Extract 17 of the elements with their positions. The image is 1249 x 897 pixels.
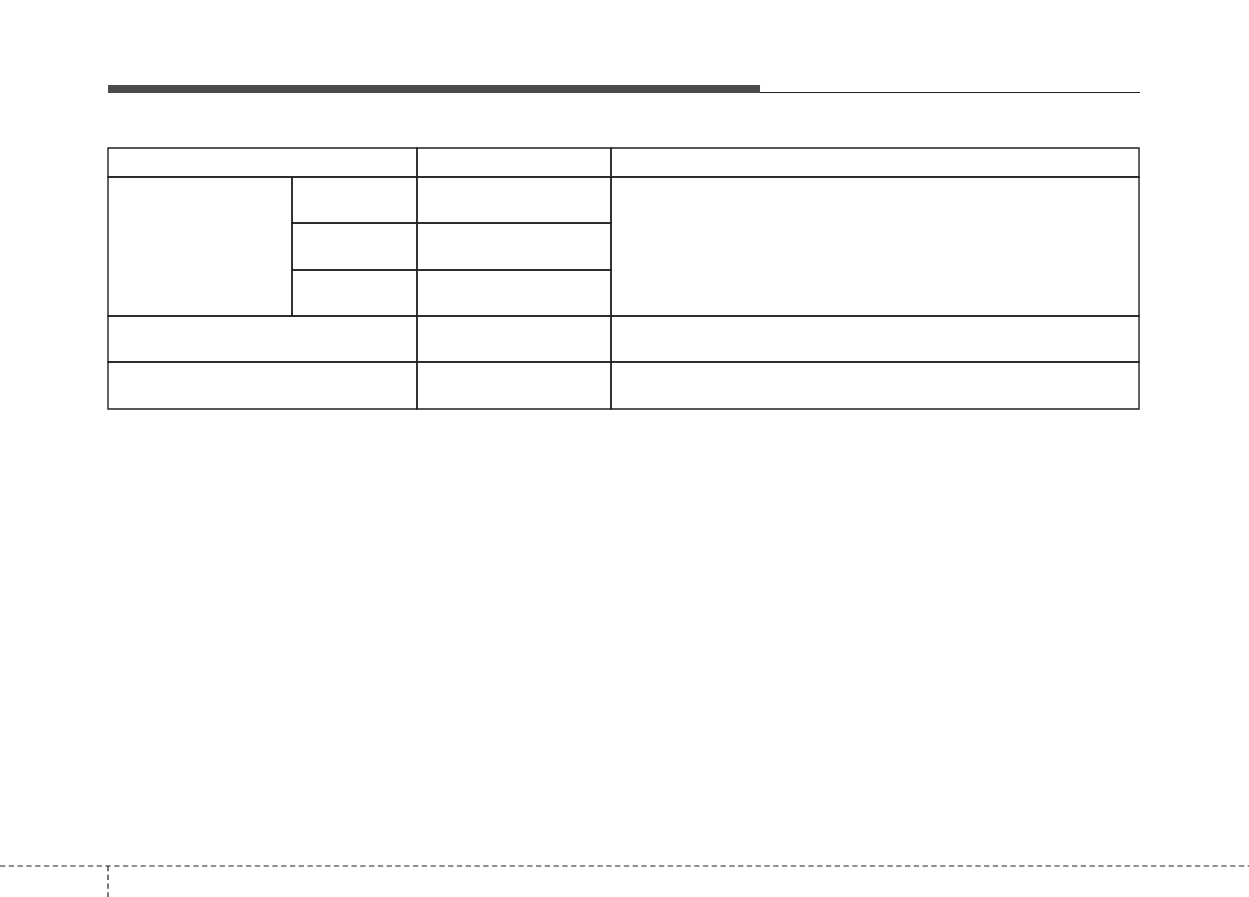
table-cell [416, 147, 612, 178]
table-cell [107, 315, 418, 363]
table-cell [107, 176, 293, 317]
table-cell [416, 176, 612, 224]
table-cell [291, 269, 418, 317]
table-cell [416, 315, 612, 363]
table-cell [416, 361, 612, 410]
table-cell [416, 222, 612, 271]
table-cell [291, 222, 418, 271]
table-cell [610, 176, 1140, 317]
table-cell [416, 269, 612, 317]
table-cell [291, 176, 418, 224]
table-cell [610, 361, 1140, 410]
table-cell [610, 147, 1140, 178]
table-cell [107, 361, 418, 410]
table-cell [107, 147, 418, 178]
table-cell [610, 315, 1140, 363]
